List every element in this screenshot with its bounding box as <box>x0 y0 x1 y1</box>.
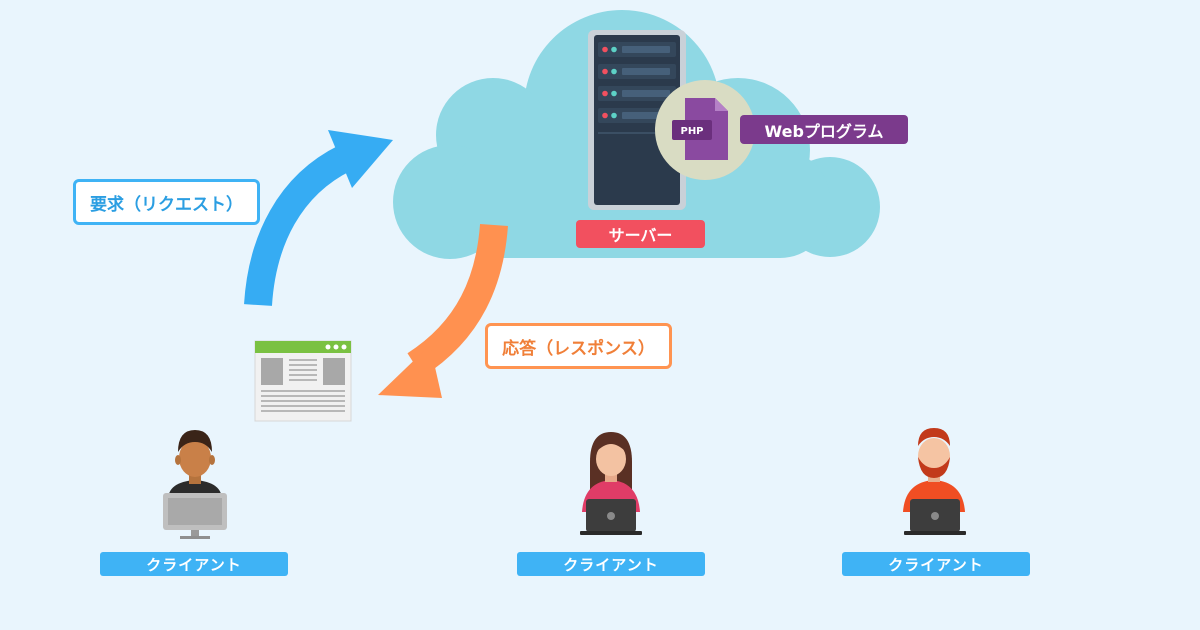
server-rack-icon <box>588 30 686 210</box>
client-person-3-icon <box>903 428 966 535</box>
request-arrow <box>244 130 393 307</box>
response-arrow <box>378 223 508 398</box>
client-person-2-icon <box>580 432 642 535</box>
request-label: 要求（リクエスト） <box>73 179 260 225</box>
server-label: サーバー <box>576 220 705 248</box>
client-label-1: クライアント <box>100 552 288 576</box>
php-file-icon: PHP <box>655 80 755 180</box>
php-badge-text: PHP <box>680 126 703 137</box>
web-program-label: Webプログラム <box>740 115 908 144</box>
client-label-3: クライアント <box>842 552 1030 576</box>
client-label-2: クライアント <box>517 552 705 576</box>
client-person-1-icon <box>163 430 227 539</box>
response-label: 応答（レスポンス） <box>485 323 672 369</box>
web-page-icon <box>254 340 352 422</box>
